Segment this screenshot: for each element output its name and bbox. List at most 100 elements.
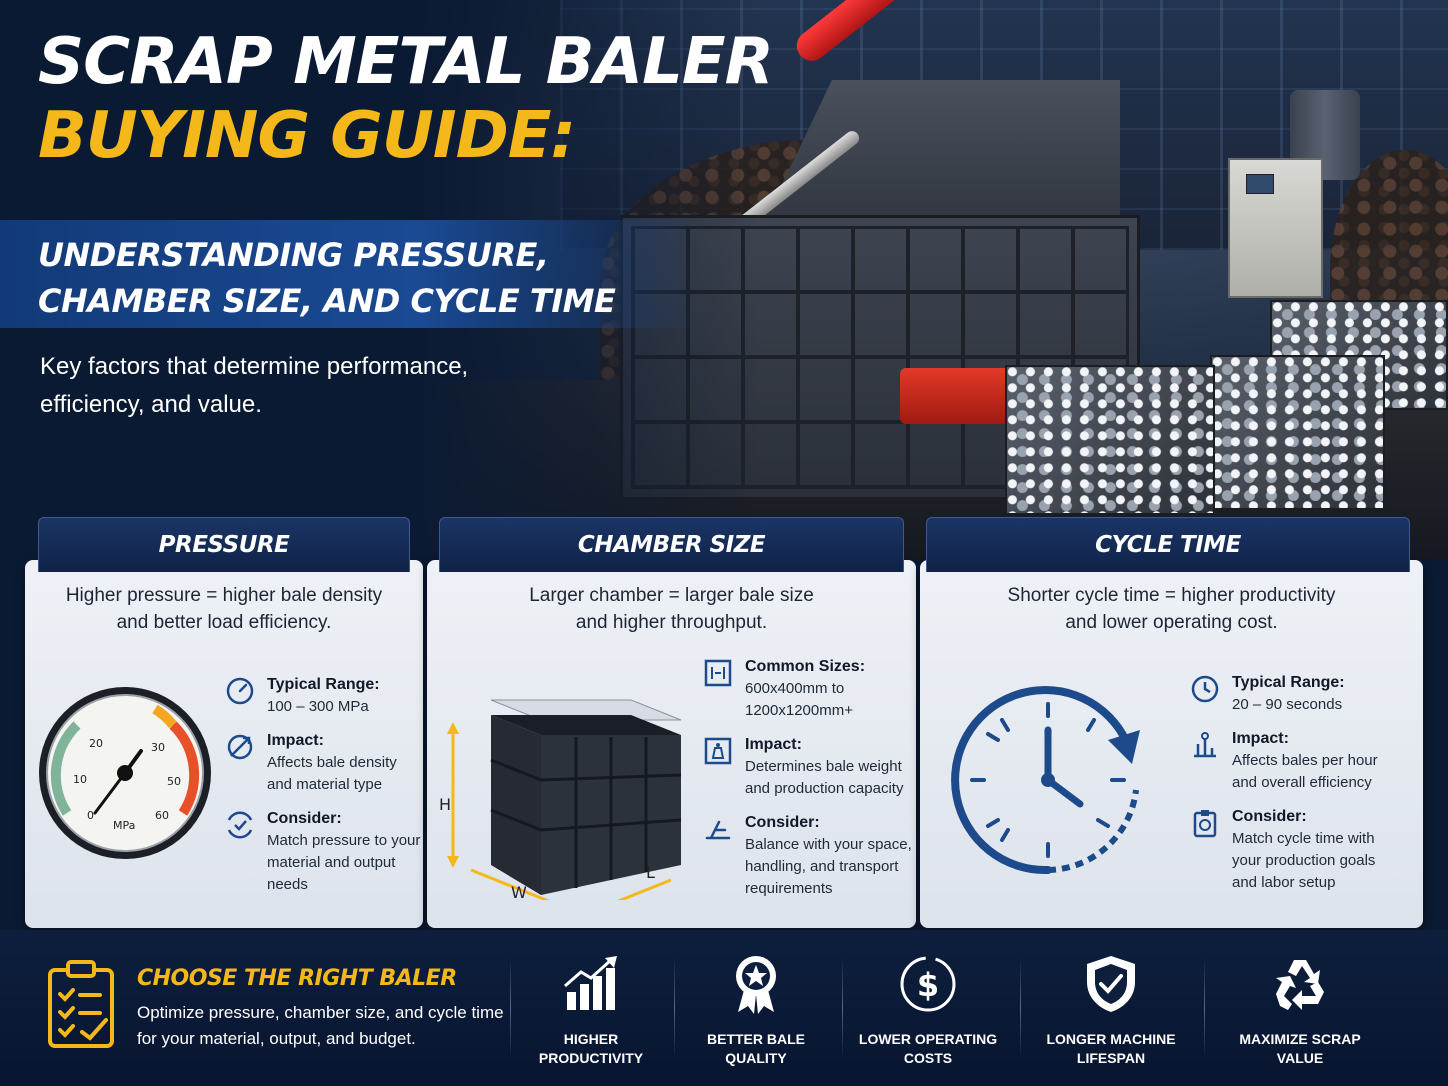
pressure-desc-line-1: Higher pressure = higher bale density: [65, 585, 383, 606]
dimension-length-label: L: [646, 863, 655, 882]
gauge-icon: [226, 677, 254, 705]
fact-item: Impact: Affects bale density and materia…: [225, 730, 425, 796]
chamber-box-icon: H W L: [439, 699, 682, 900]
benefit-label-line-1: LONGER MACHINE: [1046, 1031, 1176, 1047]
fact-body: material and output needs: [267, 854, 396, 893]
dimension-height-label: H: [439, 795, 451, 814]
benefit-label: HIGHER PRODUCTIVITY: [506, 1030, 676, 1068]
fact-heading: Impact:: [745, 736, 802, 753]
fact-body: your production goals: [1232, 852, 1376, 869]
fact-body: Balance with your space,: [745, 836, 912, 853]
fact-body: requirements: [745, 880, 833, 897]
control-screen: [1246, 174, 1274, 194]
benefit-longer-machine-lifespan: LONGER MACHINE LIFESPAN: [1026, 952, 1196, 1068]
fact-heading: Consider:: [745, 814, 820, 831]
efficiency-icon: [1194, 732, 1216, 758]
subtitle-band: [0, 220, 700, 328]
dimensions-icon: [704, 659, 732, 687]
fact-item: Common Sizes: 600x400mm to 1200x1200mm+: [703, 656, 913, 722]
choose-body-line-2: for your material, output, and budget.: [137, 1029, 416, 1048]
weight-icon: [704, 737, 732, 765]
benefit-better-bale-quality: BETTER BALE QUALITY: [671, 952, 841, 1068]
intro-text: Key factors that determine performance, …: [40, 348, 520, 424]
benefit-label: MAXIMIZE SCRAP VALUE: [1215, 1030, 1385, 1068]
chamber-desc-line-2: and higher throughput.: [575, 612, 768, 633]
impact-icon: [227, 734, 253, 760]
benefit-label-line-2: LIFESPAN: [1076, 1050, 1146, 1066]
divider: [674, 958, 675, 1058]
fact-heading: Common Sizes:: [745, 658, 866, 675]
pressure-facts: Typical Range: 100 – 300 MPa Impact: Aff…: [225, 674, 425, 908]
divider: [510, 958, 511, 1058]
benefit-label-line-2: COSTS: [903, 1050, 953, 1066]
bar-chart-icon: [564, 956, 617, 1010]
fact-body: Affects bale density: [267, 754, 397, 771]
choose-title: CHOOSE THE RIGHT BALER: [137, 966, 457, 991]
fact-body: Determines bale weight: [745, 758, 902, 775]
consider-icon: [227, 811, 253, 839]
gauge-unit-label: MPa: [113, 819, 135, 832]
checklist-icon: [48, 960, 114, 1048]
fact-body: 600x400mm to: [745, 680, 845, 697]
fact-item: Consider: Match pressure to your materia…: [225, 808, 425, 896]
benefit-label: LONGER MACHINE LIFESPAN: [1026, 1030, 1196, 1068]
award-ribbon-icon: [736, 956, 776, 1014]
footer-bar: CHOOSE THE RIGHT BALER Optimize pressure…: [0, 930, 1448, 1086]
fact-heading: Typical Range:: [267, 676, 380, 693]
benefit-label-line-1: MAXIMIZE SCRAP: [1239, 1031, 1361, 1047]
fact-item: Impact: Determines bale weight and produ…: [703, 734, 913, 800]
fact-body: Match cycle time with: [1232, 830, 1375, 847]
divider: [1204, 958, 1205, 1058]
gauge-tick-label: 60: [155, 809, 169, 822]
gauge-tick-label: 20: [89, 737, 103, 750]
tab-chamber-size: CHAMBER SIZE: [439, 517, 904, 572]
gauge-tick-label: 50: [167, 775, 181, 788]
fact-item: Typical Range: 20 – 90 seconds: [1190, 672, 1410, 716]
fact-item: Impact: Affects bales per hour and overa…: [1190, 728, 1410, 794]
fact-heading: Consider:: [267, 810, 342, 827]
title-line-1: SCRAP METAL BALER: [38, 25, 774, 99]
fact-body: Match pressure to your: [267, 832, 421, 849]
control-cabinet-image: [1228, 158, 1323, 298]
fact-heading: Impact:: [1232, 730, 1289, 747]
cycle-desc-line-1: Shorter cycle time = higher productivity: [1007, 585, 1336, 606]
fact-body: 100 – 300 MPa: [267, 698, 369, 715]
benefit-lower-operating-costs: $ LOWER OPERATING COSTS: [843, 952, 1013, 1068]
chamber-description: Larger chamber = larger bale size and hi…: [427, 582, 916, 636]
fact-heading: Typical Range:: [1232, 674, 1345, 691]
dimension-width-label: W: [511, 883, 527, 900]
fact-body: and material type: [267, 776, 383, 793]
pressure-card: Higher pressure = higher bale density an…: [25, 560, 423, 928]
choose-body: Optimize pressure, chamber size, and cyc…: [137, 1000, 507, 1052]
gauge-tick-label: 30: [151, 741, 165, 754]
handling-icon: [705, 820, 731, 840]
fact-body: 20 – 90 seconds: [1232, 696, 1343, 713]
dollar-icon: $: [900, 956, 956, 1012]
chamber-facts: Common Sizes: 600x400mm to 1200x1200mm+ …: [703, 656, 913, 912]
choose-body-line-1: Optimize pressure, chamber size, and cyc…: [137, 1003, 504, 1022]
svg-text:$: $: [917, 966, 939, 1004]
cycle-clock-icon: [951, 686, 1140, 875]
benefit-higher-productivity: HIGHER PRODUCTIVITY: [506, 952, 676, 1068]
clock-icon: [1191, 675, 1219, 703]
recycle-icon: [1276, 960, 1324, 1010]
benefit-label-line-1: LOWER OPERATING: [858, 1031, 998, 1047]
benefit-label: LOWER OPERATING COSTS: [843, 1030, 1013, 1068]
fact-body: and production capacity: [745, 780, 904, 797]
cycle-description: Shorter cycle time = higher productivity…: [920, 582, 1423, 636]
cycle-desc-line-2: and lower operating cost.: [1065, 612, 1278, 633]
fact-item: Consider: Balance with your space, handl…: [703, 812, 913, 900]
chamber-desc-line-1: Larger chamber = larger bale size: [529, 585, 814, 606]
benefit-label-line-2: PRODUCTIVITY: [538, 1050, 644, 1066]
fact-item: Consider: Match cycle time with your pro…: [1190, 806, 1410, 894]
clipboard-icon: [1193, 810, 1217, 838]
benefit-label-line-1: HIGHER: [563, 1031, 619, 1047]
fact-item: Typical Range: 100 – 300 MPa: [225, 674, 425, 718]
tab-pressure: PRESSURE: [38, 517, 410, 572]
metal-bale-image: [1210, 355, 1385, 510]
subtitle-line-1: UNDERSTANDING PRESSURE,: [38, 236, 549, 274]
cycle-time-card: Shorter cycle time = higher productivity…: [920, 560, 1423, 928]
benefit-label-line-2: QUALITY: [725, 1050, 787, 1066]
metal-bale-image: [1005, 365, 1215, 515]
fact-body: and overall efficiency: [1232, 774, 1372, 791]
